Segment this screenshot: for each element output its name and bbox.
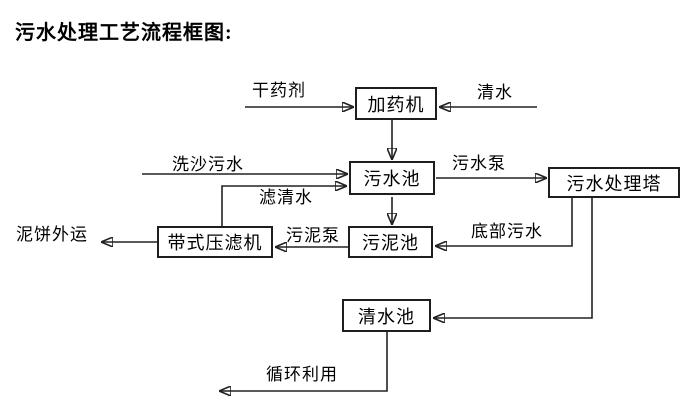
node-dosing-machine: 加药机 bbox=[355, 87, 437, 120]
arrow-tower-to-clean-pool bbox=[433, 197, 593, 318]
arrow-recycle-use bbox=[219, 332, 388, 391]
label-sewage-pump: 污水泵 bbox=[452, 154, 506, 173]
node-treatment-tower: 污水处理塔 bbox=[548, 167, 680, 198]
label-filtered-water: 滤清水 bbox=[259, 188, 313, 207]
label-sand-washing-sewage: 洗沙污水 bbox=[172, 155, 244, 174]
node-belt-filter-press: 带式压滤机 bbox=[157, 226, 273, 258]
label-mud-cake-out: 泥饼外运 bbox=[16, 225, 88, 244]
label-sludge-pump: 污泥泵 bbox=[286, 226, 340, 245]
node-sludge-pool: 污泥池 bbox=[348, 226, 433, 258]
arrow-filtered-water-to-pool bbox=[221, 186, 347, 226]
label-dry-chemical: 干药剂 bbox=[252, 81, 306, 100]
arrow-bottom-sewage-to-sludge bbox=[435, 197, 573, 246]
page-title: 污水处理工艺流程框图: bbox=[15, 22, 233, 44]
label-recycle-use: 循环利用 bbox=[266, 365, 338, 384]
label-clean-water: 清水 bbox=[477, 83, 513, 102]
node-clean-water-pool: 清水池 bbox=[342, 299, 431, 332]
node-sewage-pool: 污水池 bbox=[349, 161, 435, 195]
label-bottom-sewage: 底部污水 bbox=[471, 222, 543, 241]
